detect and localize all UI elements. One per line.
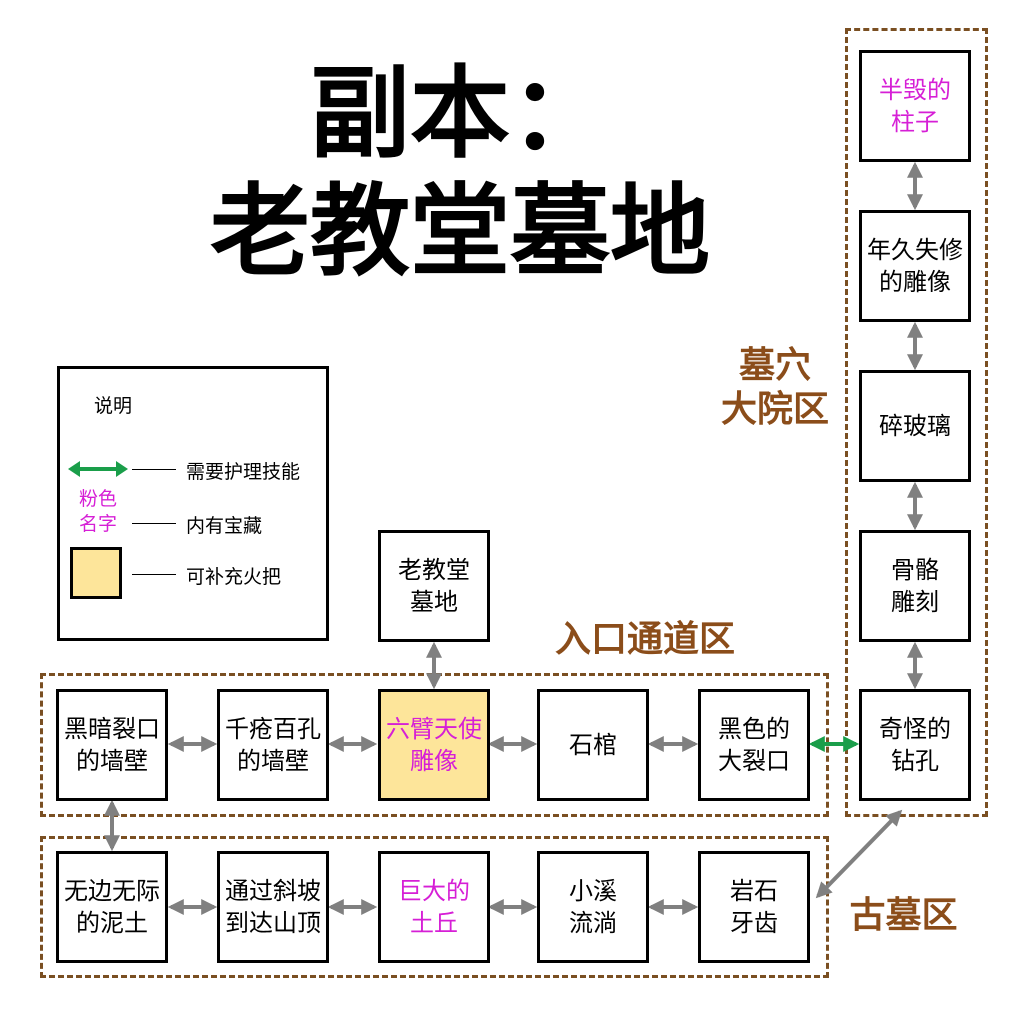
green-double-arrow-icon <box>68 461 128 477</box>
node-giant-mound: 巨大的 土丘 <box>378 851 490 963</box>
region-label-tomb-yard: 墓穴 大院区 <box>720 345 829 430</box>
legend-dash <box>132 523 176 524</box>
legend-text-torch: 可补充火把 <box>186 566 282 588</box>
region-tomb-yard <box>845 28 988 817</box>
legend-row-torch: 可补充火把 <box>60 554 326 594</box>
page-title: 副本： 老教堂墓地 <box>180 55 740 291</box>
legend: 说明 需要护理技能 粉色 名字 内有宝藏 可补充火把 <box>57 366 329 641</box>
legend-title: 说明 <box>94 395 133 417</box>
node-dark-crack-wall: 黑暗裂口 的墙壁 <box>56 689 168 801</box>
node-endless-mud: 无边无际 的泥土 <box>56 851 168 963</box>
region-label-ancient-tomb: 古墓区 <box>849 895 958 936</box>
node-stone-coffin: 石棺 <box>537 689 649 801</box>
node-small-stream: 小溪 流淌 <box>537 851 649 963</box>
node-strange-hole: 奇怪的 钻孔 <box>859 689 971 801</box>
node-holed-wall: 千疮百孔 的墙壁 <box>217 689 329 801</box>
legend-pink-sample: 粉色 名字 <box>78 488 117 535</box>
node-broken-glass: 碎玻璃 <box>859 370 971 482</box>
title-line-1: 副本： <box>310 55 610 172</box>
legend-row-nursing: 需要护理技能 <box>60 449 326 489</box>
legend-torch-swatch <box>70 547 122 599</box>
legend-text-treasure: 内有宝藏 <box>186 515 263 537</box>
node-rock-teeth: 岩石 牙齿 <box>698 851 810 963</box>
region-label-entrance: 入口通道区 <box>554 619 735 660</box>
legend-text-nursing: 需要护理技能 <box>186 461 301 483</box>
node-half-pillar: 半毁的 柱子 <box>859 50 971 162</box>
node-black-crack: 黑色的 大裂口 <box>698 689 810 801</box>
legend-dash <box>132 574 176 575</box>
node-slope-top: 通过斜坡 到达山顶 <box>217 851 329 963</box>
node-old-church: 老教堂 墓地 <box>378 530 490 642</box>
legend-row-treasure: 内有宝藏 <box>60 503 326 543</box>
node-bone-carving: 骨骼 雕刻 <box>859 530 971 642</box>
region-ancient-tomb <box>40 836 829 978</box>
title-line-2: 老教堂墓地 <box>210 173 710 290</box>
legend-dash <box>132 469 176 470</box>
node-six-arm-angel: 六臂天使 雕像 <box>378 689 490 801</box>
node-old-statue: 年久失修 的雕像 <box>859 210 971 322</box>
arrow-rock-strangehole <box>815 809 903 899</box>
